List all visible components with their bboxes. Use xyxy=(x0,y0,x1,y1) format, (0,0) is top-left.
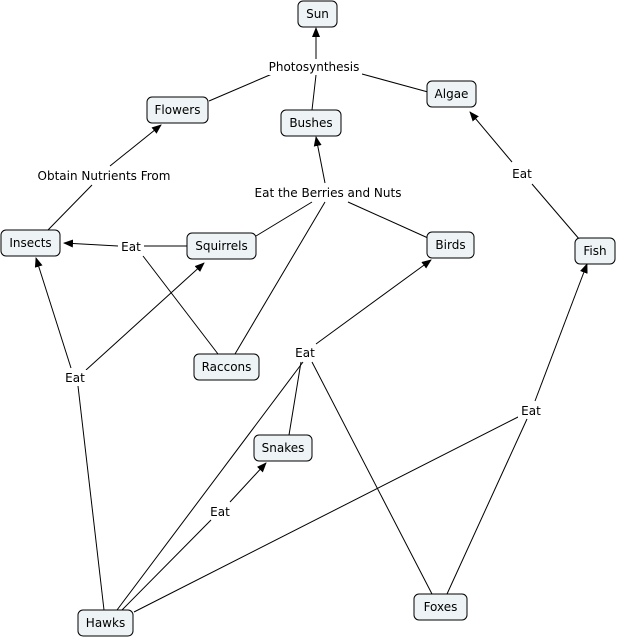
line-algae-photosynthesis xyxy=(361,73,429,93)
node-label-insects: Insects xyxy=(9,236,51,250)
node-label-snakes: Snakes xyxy=(262,441,305,455)
link-label-eat-insects: Eat xyxy=(121,240,141,254)
node-label-squirrels: Squirrels xyxy=(195,239,248,253)
node-label-algae: Algae xyxy=(435,87,469,101)
line-birds-berries xyxy=(347,201,429,239)
link-labels: Photosynthesis Obtain Nutrients From Eat… xyxy=(36,59,544,519)
node-label-sun: Sun xyxy=(306,7,329,21)
node-hawks[interactable]: Hawks xyxy=(77,609,134,637)
node-label-fish: Fish xyxy=(583,244,606,258)
arrow-eat-right-fish xyxy=(534,263,588,402)
line-eat-center-foxes xyxy=(311,361,433,595)
arrow-eat-snakes xyxy=(229,462,267,503)
arrow-berries-bushes xyxy=(313,136,326,184)
line-eat-center-snakes xyxy=(288,361,302,436)
link-label-obtain-nutrients: Obtain Nutrients From xyxy=(38,169,171,183)
arrow-eat-algae xyxy=(469,111,513,163)
node-sun[interactable]: Sun xyxy=(297,0,338,28)
node-foxes[interactable]: Foxes xyxy=(413,593,468,621)
line-raccons-berries xyxy=(234,201,326,355)
node-flowers[interactable]: Flowers xyxy=(146,96,209,124)
link-label-photosynthesis: Photosynthesis xyxy=(269,60,360,74)
connectors xyxy=(34,27,588,613)
line-bushes-photosynthesis xyxy=(311,74,317,111)
node-label-birds: Birds xyxy=(435,238,465,252)
arrow-eat-left-squirrels xyxy=(85,262,205,371)
line-flowers-photosynthesis xyxy=(208,73,273,102)
node-squirrels[interactable]: Squirrels xyxy=(186,232,257,260)
node-insects[interactable]: Insects xyxy=(0,229,61,257)
node-label-raccons: Raccons xyxy=(202,360,252,374)
node-snakes[interactable]: Snakes xyxy=(253,434,313,462)
line-raccons-eat xyxy=(142,255,219,355)
link-label-eat-berries: Eat the Berries and Nuts xyxy=(255,186,402,200)
link-label-eat-left: Eat xyxy=(65,371,85,385)
node-label-bushes: Bushes xyxy=(289,116,332,130)
link-label-eat-center: Eat xyxy=(295,346,315,360)
node-birds[interactable]: Birds xyxy=(426,231,475,259)
link-label-eat-algae: Eat xyxy=(512,167,532,181)
line-squirrels-berries xyxy=(255,201,313,237)
node-label-hawks: Hawks xyxy=(86,616,125,630)
link-label-eat-fish: Eat xyxy=(521,404,541,418)
arrow-obtain-flowers xyxy=(109,124,162,167)
line-hawks-eat-left xyxy=(77,385,105,611)
line-hawks-eat-snakes xyxy=(121,519,212,611)
node-label-foxes: Foxes xyxy=(424,600,458,614)
line-fish-eat xyxy=(531,183,581,241)
node-algae[interactable]: Algae xyxy=(426,80,477,108)
node-raccons[interactable]: Raccons xyxy=(193,353,260,381)
line-foxes-eat-right xyxy=(446,418,528,595)
node-bushes[interactable]: Bushes xyxy=(280,109,342,137)
line-hawks-eat-right xyxy=(133,414,523,613)
arrow-eat-left-insects xyxy=(34,257,72,369)
line-eat-center-hawks xyxy=(116,361,304,611)
node-fish[interactable]: Fish xyxy=(574,237,616,265)
line-insects-obtain xyxy=(47,184,93,231)
link-label-eat-snakes: Eat xyxy=(210,505,230,519)
arrow-eat-insects xyxy=(63,239,119,248)
node-label-flowers: Flowers xyxy=(155,103,201,117)
arrow-eat-center-birds xyxy=(315,259,432,345)
